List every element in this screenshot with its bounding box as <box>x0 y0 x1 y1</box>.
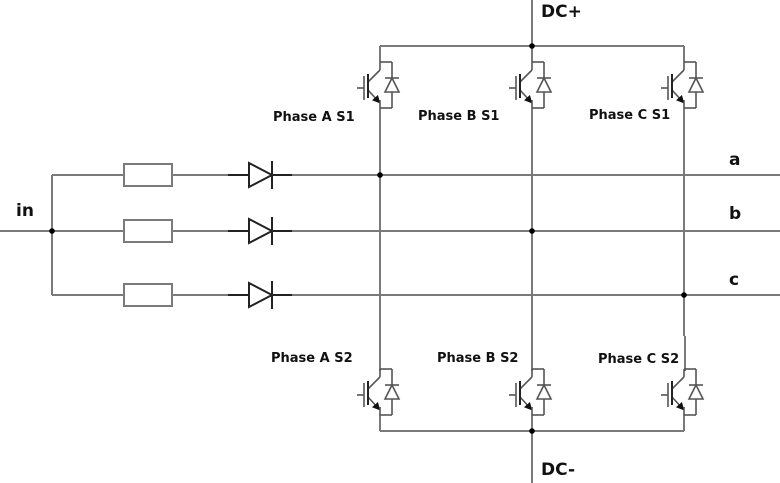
junction-b <box>529 228 535 234</box>
junction-c <box>681 292 687 298</box>
junction-input <box>49 228 55 234</box>
output-c-label: c <box>729 270 739 290</box>
resistor-a <box>123 163 173 187</box>
label-phase-b-s2: Phase B S2 <box>437 351 518 366</box>
resistors <box>123 163 173 307</box>
input-diodes <box>228 161 292 309</box>
igbt-phase-c-s1 <box>661 62 703 108</box>
junction-dc-plus <box>529 43 535 49</box>
label-phase-a-s1: Phase A S1 <box>273 110 355 125</box>
dc-plus-label: DC+ <box>541 2 582 22</box>
diode-b <box>228 217 292 245</box>
labels: DC+ DC- in a b c Phase A S1 Phase B S1 P… <box>16 2 741 480</box>
label-phase-b-s1: Phase B S1 <box>418 109 499 124</box>
label-phase-c-s2: Phase C S2 <box>598 352 679 367</box>
output-b-label: b <box>729 204 741 224</box>
input-label: in <box>16 201 34 221</box>
igbt-phase-b-s2 <box>509 369 551 415</box>
junction-a <box>377 172 383 178</box>
output-a-label: a <box>729 150 740 170</box>
diode-a <box>228 161 292 189</box>
label-phase-a-s2: Phase A S2 <box>271 351 353 366</box>
label-phase-c-s1: Phase C S1 <box>589 108 670 123</box>
junction-dc-minus <box>529 428 535 434</box>
igbt-phase-a-s1 <box>357 62 399 108</box>
resistor-c <box>123 283 173 307</box>
igbt-phase-b-s1 <box>509 62 551 108</box>
dc-minus-label: DC- <box>541 460 575 480</box>
resistor-b <box>123 219 173 243</box>
junctions <box>49 43 687 434</box>
igbt-phase-c-s2 <box>661 369 703 415</box>
diode-c <box>228 281 292 309</box>
igbt-phase-a-s2 <box>357 369 399 415</box>
